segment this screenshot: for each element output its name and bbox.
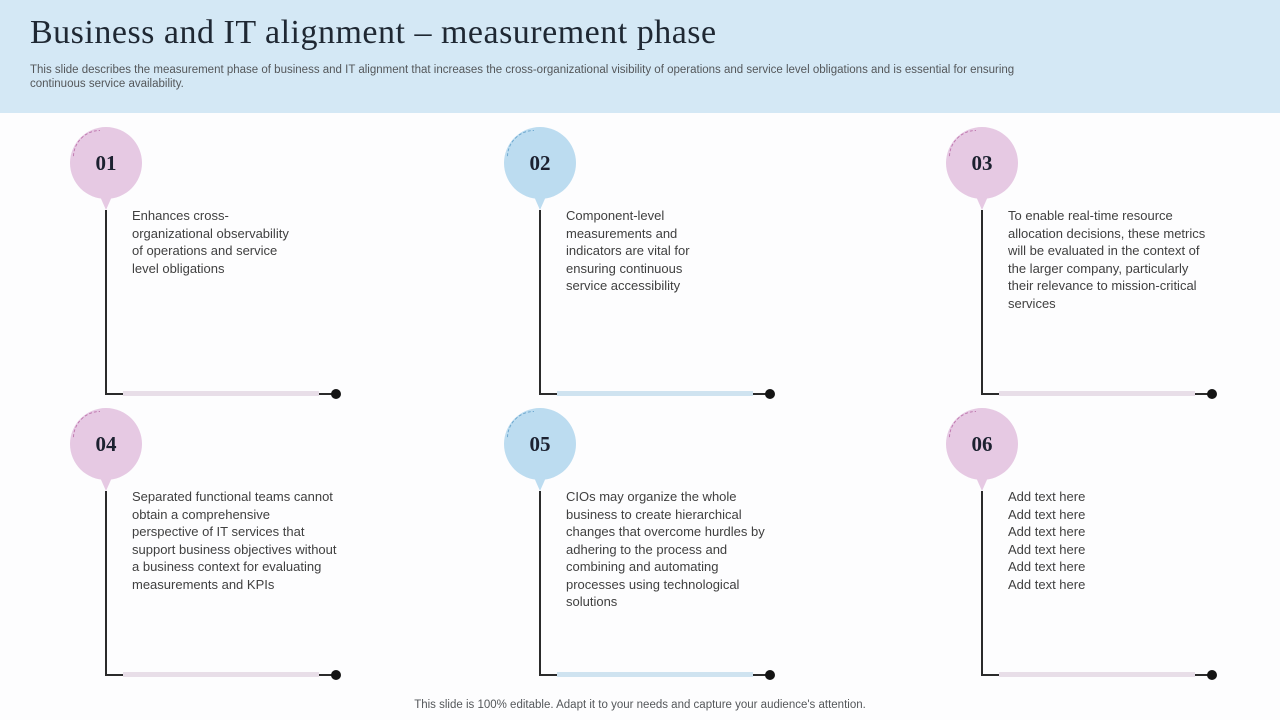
step-number: 04	[95, 431, 117, 456]
step-description: Separated functional teams cannot obtain…	[132, 489, 337, 592]
map-pin-balloon: 01	[61, 118, 142, 199]
slide-title: Business and IT alignment – measurement …	[30, 14, 717, 51]
connector-accent-band	[557, 672, 753, 677]
connector-accent-band	[123, 672, 319, 677]
step-item-01: 01 Enhances cross-organizational observa…	[61, 118, 370, 407]
step-description: To enable real-time resource allocation …	[1008, 208, 1206, 311]
step-item-06: 06 Add text here Add text here Add text …	[937, 399, 1246, 688]
connector-accent-band	[999, 391, 1195, 396]
step-item-03: 03 To enable real-time resource allocati…	[937, 118, 1246, 407]
step-item-02: 02 Component-level measurements and indi…	[495, 118, 804, 407]
footer-note: This slide is 100% editable. Adapt it to…	[414, 699, 866, 711]
connector-end-dot	[765, 670, 775, 680]
step-number: 05	[529, 431, 551, 456]
slide-header: Business and IT alignment – measurement …	[0, 0, 1280, 113]
step-number: 03	[971, 150, 993, 175]
connector-vertical-line	[105, 491, 107, 675]
step-description: Component-level measurements and indicat…	[566, 208, 690, 293]
connector-vertical-line	[981, 210, 983, 394]
connector-end-dot	[331, 389, 341, 399]
step-description: CIOs may organize the whole business to …	[566, 489, 765, 609]
connector-end-dot	[1207, 389, 1217, 399]
map-pin-balloon: 02	[495, 118, 576, 199]
map-pin-balloon: 03	[937, 118, 1018, 199]
step-number: 02	[529, 150, 551, 175]
connector-accent-band	[123, 391, 319, 396]
map-pin-balloon: 05	[495, 399, 576, 480]
step-number: 01	[95, 150, 117, 175]
step-item-04: 04 Separated functional teams cannot obt…	[61, 399, 370, 688]
connector-vertical-line	[105, 210, 107, 394]
step-description: Add text here Add text here Add text her…	[1008, 489, 1086, 592]
step-description: Enhances cross-organizational observabil…	[132, 208, 289, 276]
map-pin-balloon: 06	[937, 399, 1018, 480]
connector-end-dot	[765, 389, 775, 399]
connector-end-dot	[331, 670, 341, 680]
connector-accent-band	[999, 672, 1195, 677]
slide-subtitle: This slide describes the measurement pha…	[30, 64, 1015, 90]
map-pin-balloon: 04	[61, 399, 142, 480]
connector-end-dot	[1207, 670, 1217, 680]
step-number: 06	[971, 431, 993, 456]
connector-vertical-line	[539, 210, 541, 394]
connector-vertical-line	[981, 491, 983, 675]
connector-vertical-line	[539, 491, 541, 675]
connector-accent-band	[557, 391, 753, 396]
step-item-05: 05 CIOs may organize the whole business …	[495, 399, 804, 688]
